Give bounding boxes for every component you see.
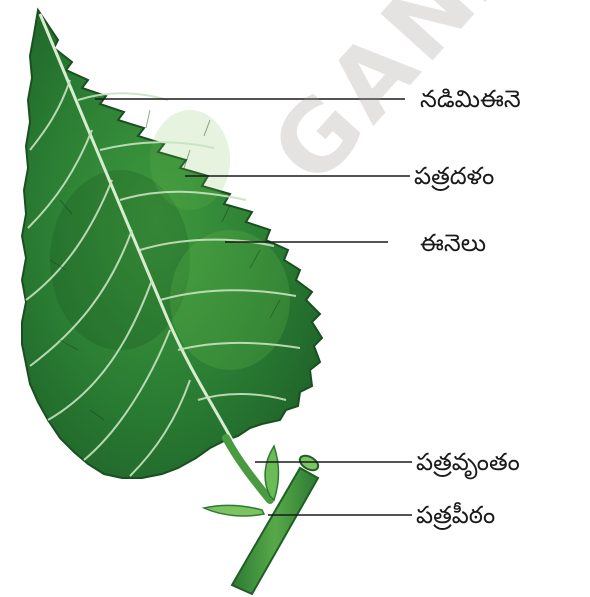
- label-veins: ఈనెలు: [420, 231, 486, 255]
- label-leaf-base: పత్రపీఠం: [416, 503, 495, 527]
- label-lamina: పత్రదళం: [414, 164, 494, 188]
- petiole-stalk: [226, 438, 270, 500]
- label-midrib: నడిమిఈనె: [420, 87, 521, 111]
- label-petiole: పత్రవృంతం: [416, 450, 520, 474]
